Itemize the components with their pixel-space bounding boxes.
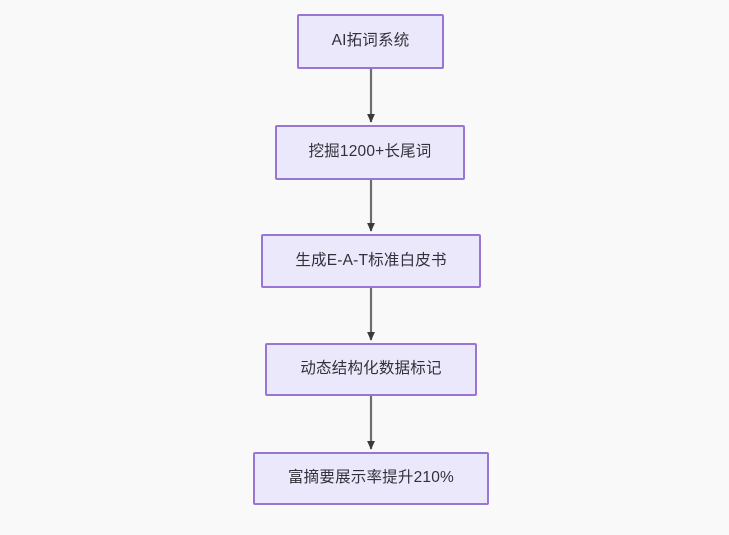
flow-node-label: 挖掘1200+长尾词 [308, 143, 432, 161]
flow-node-ai-keyword-system[interactable]: AI拓词系统 [297, 14, 444, 69]
flow-node-rich-snippet-impression-uplift[interactable]: 富摘要展示率提升210% [253, 452, 489, 505]
flow-node-label: 富摘要展示率提升210% [287, 469, 455, 487]
flow-node-label: AI拓词系统 [331, 32, 410, 50]
flow-node-label: 动态结构化数据标记 [300, 360, 442, 378]
flow-node-dynamic-structured-data-markup[interactable]: 动态结构化数据标记 [265, 343, 477, 396]
flow-node-mine-longtail-keywords[interactable]: 挖掘1200+长尾词 [275, 125, 465, 180]
flow-node-generate-eat-whitepaper[interactable]: 生成E-A-T标准白皮书 [261, 234, 481, 288]
flow-node-label: 生成E-A-T标准白皮书 [295, 251, 447, 269]
